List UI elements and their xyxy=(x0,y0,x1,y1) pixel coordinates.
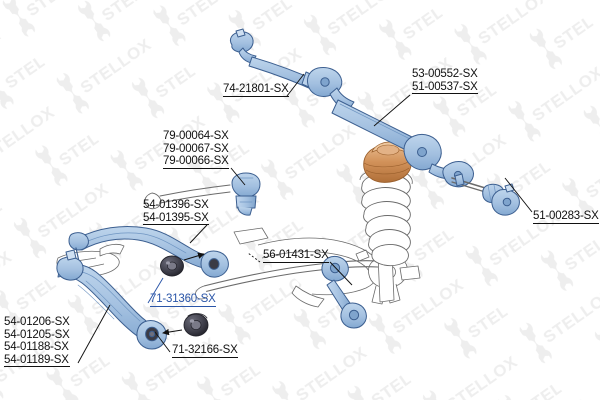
callout-line: 51-00537-SX xyxy=(412,80,478,93)
callout-line: 54-01188-SX xyxy=(4,341,69,354)
callout-line: 54-01206-SX xyxy=(4,316,70,328)
callout-74-21801-sx: 74-21801-SX xyxy=(223,83,289,97)
callout-line: 79-00067-SX xyxy=(163,142,229,155)
callout-line: 79-00064-SX xyxy=(163,130,229,142)
callout-51-00283-sx: 51-00283-SX xyxy=(533,210,599,224)
callout-53-00552-sx-51-00537-sx: 53-00552-SX 51-00537-SX xyxy=(412,68,478,95)
callout-54-01396-sx-54-01395-sx: 54-01396-SX 54-01395-SX xyxy=(143,199,209,226)
callout-56-01431-sx: 56-01431-SX xyxy=(263,249,329,263)
callout-line: 51-00283-SX xyxy=(533,210,599,222)
callout-line: 54-01189-SX xyxy=(4,353,69,366)
callout-79-00064-sx-79-00067-sx-79-00066-sx: 79-00064-SX 79-00067-SX 79-00066-SX xyxy=(163,130,229,169)
callout-line: 54-01205-SX xyxy=(4,328,70,341)
callout-line: 53-00552-SX xyxy=(412,68,478,80)
callout-line: 56-01431-SX xyxy=(263,249,329,261)
callout-line: 71-31360-SX xyxy=(150,293,216,305)
callout-line: 74-21801-SX xyxy=(223,83,289,95)
callout-line: 71-32166-SX xyxy=(172,344,238,356)
callout-71-31360-sx: 71-31360-SX xyxy=(150,293,216,307)
callout-line: 79-00066-SX xyxy=(163,155,229,168)
callout-line: 54-01396-SX xyxy=(143,199,209,211)
callout-line: 54-01395-SX xyxy=(143,211,209,224)
callout-71-32166-sx: 71-32166-SX xyxy=(172,344,238,358)
callout-54-01206-sx-54-01205-sx-54-01188-sx-54-01189-sx: 54-01206-SX 54-01205-SX 54-01188-SX 54-0… xyxy=(4,316,70,368)
